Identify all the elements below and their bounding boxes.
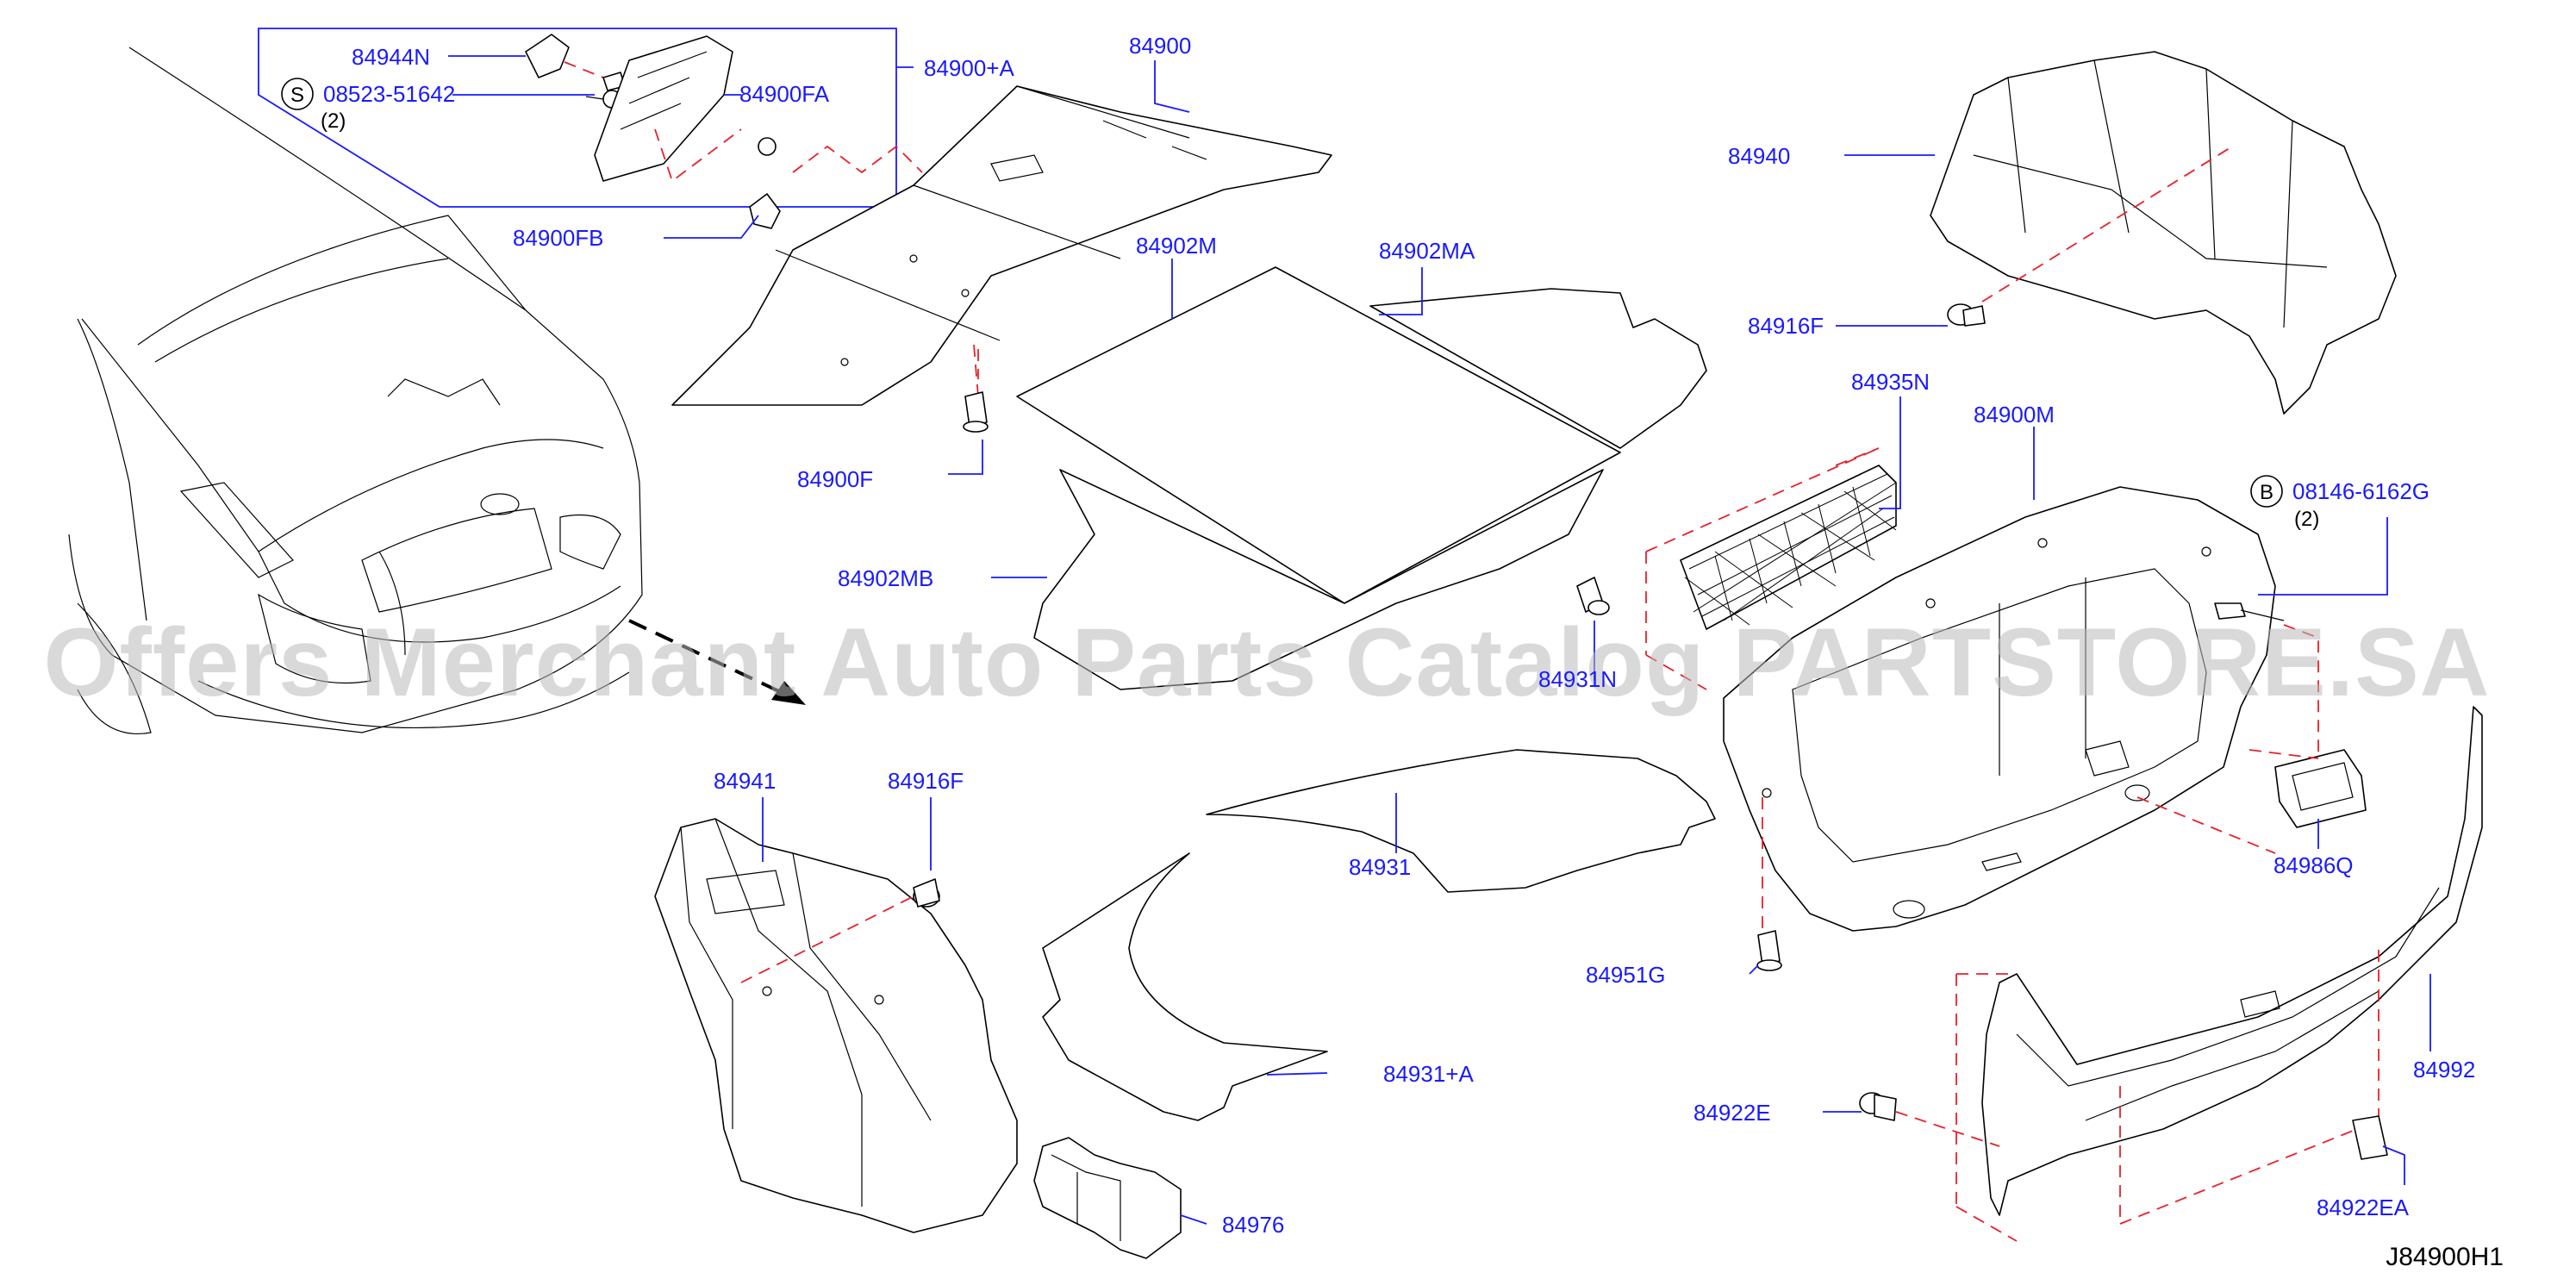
callout-84951g[interactable]: 84951G [1586, 962, 1666, 988]
trunk-lid-trim-84900m-drawing [1723, 486, 2276, 932]
callout-84916f-upper[interactable]: 84916F [1748, 313, 1824, 339]
callout-84902mb[interactable]: 84902MB [838, 565, 933, 591]
floor-mat-84902mb-drawing [1033, 469, 1604, 690]
badge-s-letter: S [290, 84, 304, 107]
callout-84900fa[interactable]: 84900FA [739, 81, 830, 107]
side-trim-84941-drawing [654, 818, 1018, 1233]
callout-84902ma[interactable]: 84902MA [1379, 238, 1475, 264]
callout-84900m[interactable]: 84900M [1974, 402, 2055, 427]
callout-84931-plus-a[interactable]: 84931+A [1383, 1061, 1474, 1087]
quantity-08523-51642: (2) [321, 109, 346, 133]
inset-group-box [258, 28, 914, 208]
finisher-84992-drawing [1955, 706, 2483, 1242]
vehicle-rear-illustration [68, 47, 643, 734]
callout-84916f-lower[interactable]: 84916F [888, 768, 964, 794]
bolt-08146-drawing [2214, 602, 2319, 758]
callout-84900fb[interactable]: 84900FB [513, 225, 604, 251]
parcel-shelf-84900-drawing [671, 85, 1332, 406]
bracket-84976-drawing [1033, 1137, 1182, 1259]
floor-board-84931a-drawing [1042, 852, 1328, 1121]
bracket-84900fa-drawing [594, 35, 777, 183]
callout-84986q[interactable]: 84986Q [2273, 852, 2354, 878]
callout-84935n[interactable]: 84935N [1851, 369, 1930, 395]
clip-84900f-drawing [963, 391, 989, 433]
clip-84931n-drawing [1576, 577, 1610, 615]
direction-arrow [628, 619, 806, 705]
callout-84900-plus-a[interactable]: 84900+A [924, 55, 1014, 81]
callout-08146-6162g[interactable]: 08146-6162G [2292, 478, 2429, 504]
watermark-text: Offers Merchant Auto Parts Catalog PARTS… [43, 608, 2490, 716]
floor-mat-84902m-drawing [1016, 266, 1621, 604]
latch-84986q-drawing [2136, 749, 2367, 854]
callout-84931[interactable]: 84931 [1349, 854, 1411, 880]
side-trim-84940-drawing [1930, 51, 2397, 415]
callout-84922ea[interactable]: 84922EA [2317, 1195, 2410, 1220]
callout-84941[interactable]: 84941 [714, 768, 776, 794]
diagram-code: J84900H1 [2386, 1243, 2504, 1271]
callout-84900[interactable]: 84900 [1129, 33, 1191, 59]
callout-84940[interactable]: 84940 [1728, 143, 1790, 169]
callout-84976[interactable]: 84976 [1222, 1212, 1284, 1238]
leader-lines [448, 55, 2431, 1225]
callout-84931n[interactable]: 84931N [1538, 666, 1617, 692]
quantity-08146-6162g: (2) [2294, 508, 2319, 531]
callout-84902m[interactable]: 84902M [1136, 233, 1217, 259]
callout-84992[interactable]: 84992 [2413, 1057, 2475, 1082]
callout-08523-51642[interactable]: 08523-51642 [323, 81, 455, 107]
clip-84922e-drawing [1859, 1092, 2000, 1147]
callout-labels: 84944N S 08523-51642 (2) 84900FA 84900+A… [281, 33, 2475, 1238]
clip-84944n-drawing [525, 34, 626, 91]
badge-b-icon [2250, 475, 2283, 508]
badge-b-letter: B [2260, 481, 2273, 504]
cargo-net-84935n-drawing [1645, 447, 1897, 690]
floor-board-84931-drawing [1206, 749, 1716, 893]
clip-84951g-drawing [1756, 930, 1782, 971]
callout-84944n[interactable]: 84944N [352, 44, 430, 70]
clip-84916f-upper-drawing [1947, 303, 1986, 327]
callout-84922e[interactable]: 84922E [1693, 1100, 1771, 1126]
clip-84916f-lower-drawing [913, 878, 940, 908]
clip-84900fb-drawing [749, 193, 781, 229]
floor-mat-84902ma-drawing [1369, 288, 1707, 449]
callout-84900f[interactable]: 84900F [797, 466, 873, 492]
badge-s-icon [281, 78, 314, 110]
clip-84922ea-drawing [2352, 1115, 2388, 1160]
